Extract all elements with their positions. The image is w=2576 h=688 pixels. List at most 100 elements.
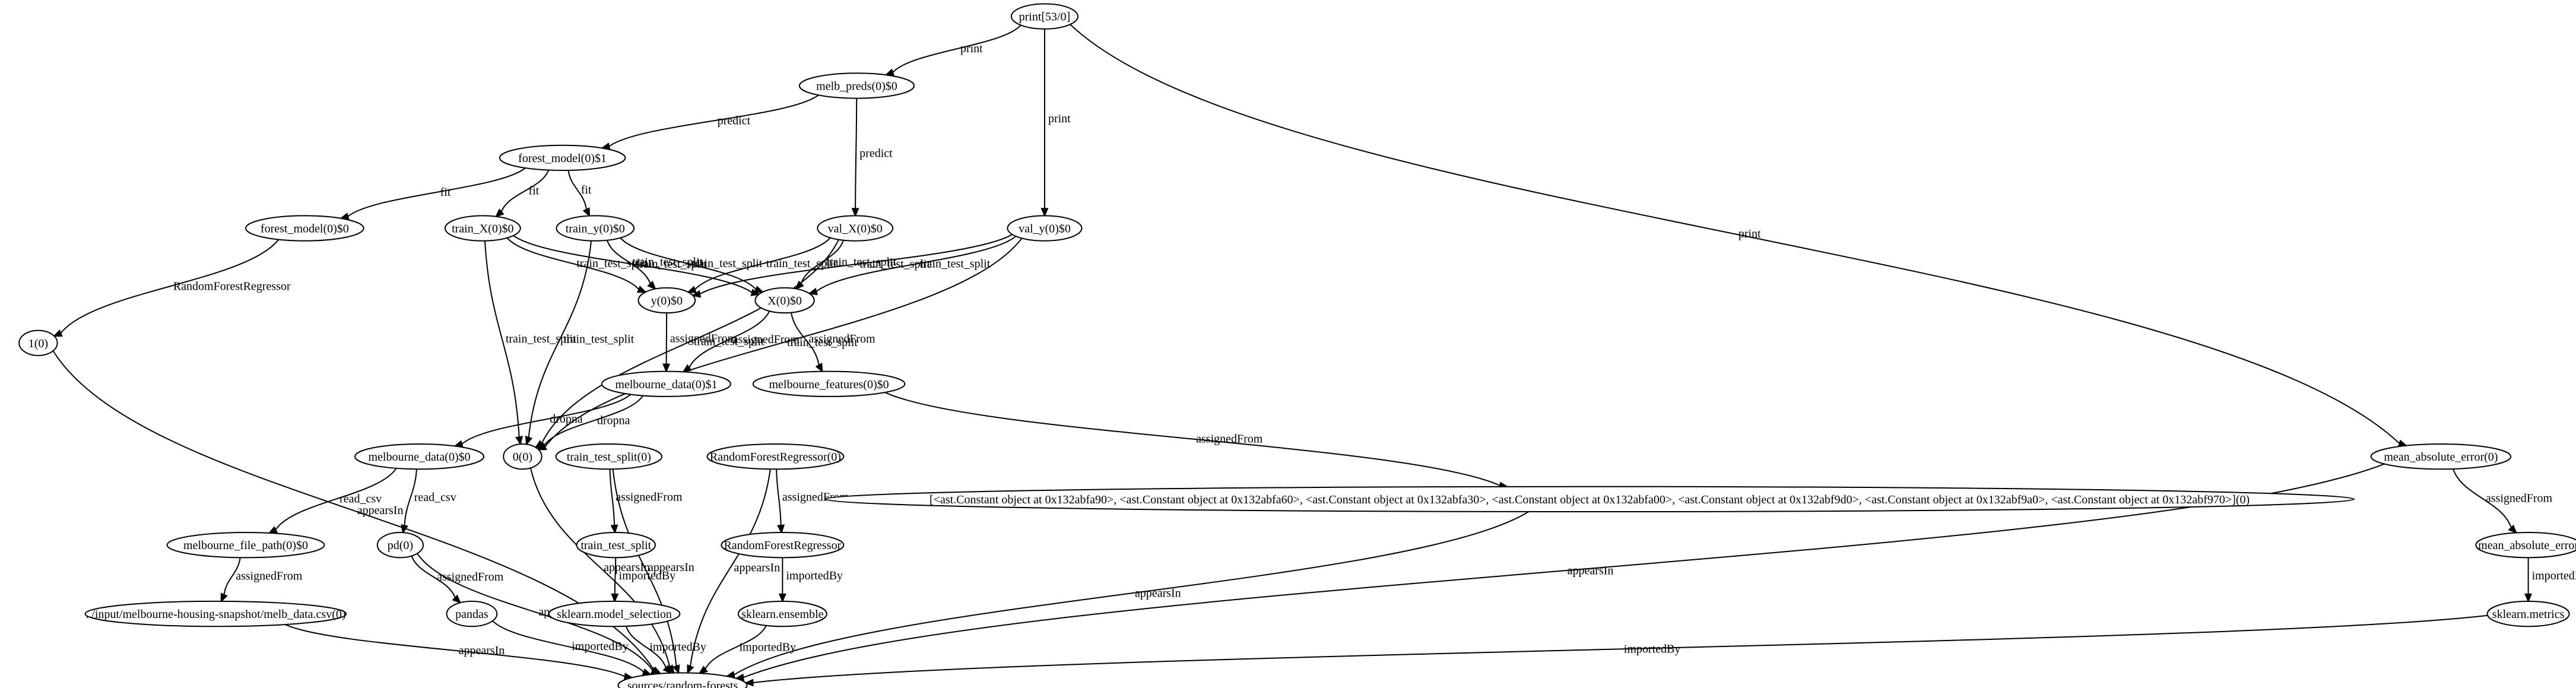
node-label: mean_absolute_error(0) bbox=[2384, 451, 2498, 464]
node-label: 0(0) bbox=[513, 451, 532, 464]
arrowhead bbox=[220, 592, 228, 603]
node-label: melbourne_file_path(0)$0 bbox=[183, 539, 308, 552]
node-sk_ens: sklearn.ensemble bbox=[737, 600, 827, 627]
edge-label: predict bbox=[859, 147, 893, 160]
edge-label: read_csv bbox=[414, 491, 456, 504]
node-y0: y(0)$0 bbox=[637, 287, 696, 314]
arrowhead bbox=[647, 280, 656, 290]
arrowhead bbox=[52, 329, 63, 337]
edge-val_y-to-X0: train_test_split bbox=[808, 236, 1017, 296]
node-sk_ms: sklearn.model_selection bbox=[548, 600, 681, 627]
arrowhead bbox=[698, 665, 708, 674]
node-label: train_test_split(0) bbox=[567, 451, 651, 464]
node-label: forest_model(0)$1 bbox=[518, 152, 607, 165]
edge-line bbox=[500, 170, 550, 213]
node-ellipse bbox=[166, 532, 325, 559]
node-label: train_X(0)$0 bbox=[452, 223, 513, 236]
node-mae0: mean_absolute_error(0) bbox=[2370, 443, 2512, 470]
node-melb_preds: melb_preds(0)$0 bbox=[798, 72, 915, 99]
edge-label: train_test_split bbox=[563, 332, 634, 345]
edge-forest_model1-to-train_y: fit bbox=[567, 170, 592, 217]
edge-label: train_test_split bbox=[636, 258, 707, 271]
edge-line bbox=[620, 237, 757, 290]
edge-line bbox=[60, 239, 280, 334]
edge-const_list-to-sources: appearsIn bbox=[725, 511, 1529, 679]
edge-label: dropna bbox=[597, 414, 630, 427]
edge-label: assignedFrom bbox=[670, 332, 737, 345]
arrowhead bbox=[662, 363, 671, 373]
edge-melbourne_features-to-const_list: assignedFrom bbox=[884, 392, 1509, 490]
node-label: X(0)$0 bbox=[767, 294, 802, 307]
node-rfr: RandomForestRegressor bbox=[721, 532, 845, 559]
edge-melbourne_data0-to-pd: read_csv bbox=[401, 469, 456, 534]
edge-line bbox=[694, 237, 831, 290]
node-melbourne_data1: melbourne_data(0)$1 bbox=[601, 370, 731, 397]
node-label: sklearn.model_selection bbox=[557, 608, 672, 621]
edge-line bbox=[699, 234, 1013, 295]
node-ellipse bbox=[737, 600, 827, 627]
node-ellipse bbox=[499, 144, 626, 172]
arrowhead bbox=[1040, 208, 1049, 217]
edge-print-to-val_y: print bbox=[1040, 28, 1071, 217]
node-label: pandas bbox=[455, 608, 488, 621]
node-ellipse bbox=[706, 443, 845, 470]
arrowhead bbox=[778, 593, 786, 603]
edge-label: appearsIn bbox=[357, 504, 404, 517]
edge-melb_path-to-csv_path: assignedFrom bbox=[220, 557, 303, 603]
edge-line bbox=[404, 469, 417, 526]
edge-tts0-to-tts: assignedFrom bbox=[609, 469, 683, 534]
edge-line bbox=[608, 94, 819, 147]
edge-label: train_test_split bbox=[691, 257, 762, 270]
arrowhead bbox=[687, 286, 697, 293]
edge-line bbox=[461, 394, 632, 445]
edge-label: assignedFrom bbox=[437, 570, 504, 584]
node-ellipse bbox=[817, 215, 894, 242]
node-melbourne_data0: melbourne_data(0)$0 bbox=[354, 443, 485, 470]
edge-melb_preds-to-forest_model1: predict bbox=[600, 94, 819, 150]
edge-forest_model1-to-forest_model0: fit bbox=[339, 167, 526, 220]
edge-line bbox=[606, 240, 651, 284]
arrowhead bbox=[525, 436, 533, 446]
edge-label: appearsIn bbox=[1568, 564, 1614, 577]
edge-train_y-to-X0: train_test_split bbox=[620, 237, 764, 293]
edge-rfr-to-sk_ens: importedBy bbox=[778, 557, 843, 603]
edge-label: train_test_split bbox=[632, 255, 703, 268]
edge-label: importedBy bbox=[649, 641, 706, 654]
edge-train_y-to-n0: train_test_split bbox=[525, 240, 635, 446]
node-label: train_y(0)$0 bbox=[566, 223, 625, 236]
edge-label: train_test_split bbox=[859, 258, 930, 271]
edge-tts-to-sk_ms: importedBy bbox=[611, 557, 675, 603]
edge-melbourne_data1-to-melbourne_data0: dropna bbox=[453, 394, 632, 448]
edge-label: assignedFrom bbox=[733, 333, 800, 346]
node-label: mean_absolute_error bbox=[2478, 539, 2576, 552]
edge-line bbox=[284, 624, 626, 677]
node-ellipse bbox=[1010, 3, 1079, 30]
node-label: 1(0) bbox=[28, 337, 48, 350]
node-val_y: val_y(0)$0 bbox=[1007, 215, 1083, 242]
edge-sk_ms-to-sources: importedBy bbox=[625, 626, 706, 674]
edge-train_y-to-y0: train_test_split bbox=[606, 240, 703, 290]
edge-forest_model1-to-train_X: fit bbox=[494, 170, 550, 218]
arrowhead bbox=[691, 290, 702, 298]
arrowhead bbox=[672, 664, 680, 674]
edge-val_X-to-n0: train_test_split bbox=[534, 239, 839, 449]
arrowhead bbox=[808, 287, 818, 296]
edge-line bbox=[855, 98, 858, 209]
arrowhead bbox=[754, 286, 764, 293]
edge-line bbox=[347, 167, 526, 217]
node-melb_path: melbourne_file_path(0)$0 bbox=[166, 532, 325, 559]
edge-label: train_test_split bbox=[576, 257, 647, 270]
arrowhead bbox=[536, 442, 547, 450]
node-tts: train_test_split bbox=[576, 532, 656, 559]
node-ellipse bbox=[556, 215, 635, 242]
edge-melbourne_data1-to-n0: dropna bbox=[536, 395, 644, 450]
node-pandas: pandas bbox=[446, 600, 498, 627]
node-label: melbourne_data(0)$1 bbox=[615, 378, 717, 391]
node-ellipse bbox=[2486, 600, 2570, 627]
edge-line bbox=[528, 240, 592, 438]
arrowhead bbox=[268, 526, 278, 534]
edge-sk_ens-to-sources: importedBy bbox=[698, 625, 796, 674]
node-ellipse bbox=[18, 329, 58, 356]
nodes-layer: print[53/0]melb_preds(0)$0forest_model(0… bbox=[18, 3, 2576, 688]
